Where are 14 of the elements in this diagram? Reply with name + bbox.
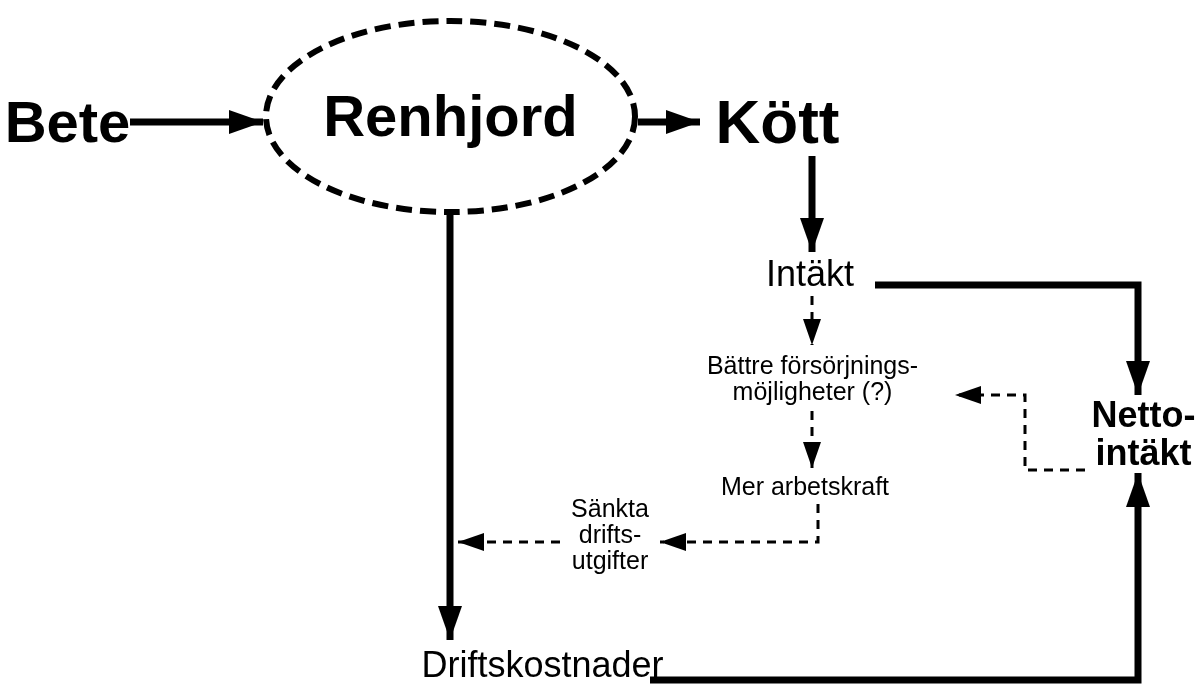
node-label: Driftskostnader [421,646,664,684]
dashed-arrow [458,533,560,551]
node-label: Renhjord [323,86,578,147]
node-label: Netto- intäkt [1090,396,1197,472]
node-label: Mer arbetskraft [720,472,890,500]
node-label: Sänkta drifts- utgifter [570,494,650,574]
node-label: Intäkt [765,255,855,293]
node-label: Kött [715,89,840,155]
dashed-arrow [660,504,820,551]
dashed-arrow [803,411,821,468]
node-label: Bättre försörjnings- möjligheter (?) [705,351,920,405]
dashed-arrow [803,296,821,345]
node-label: Bete [4,91,131,153]
dashed-arrow [955,386,1085,472]
